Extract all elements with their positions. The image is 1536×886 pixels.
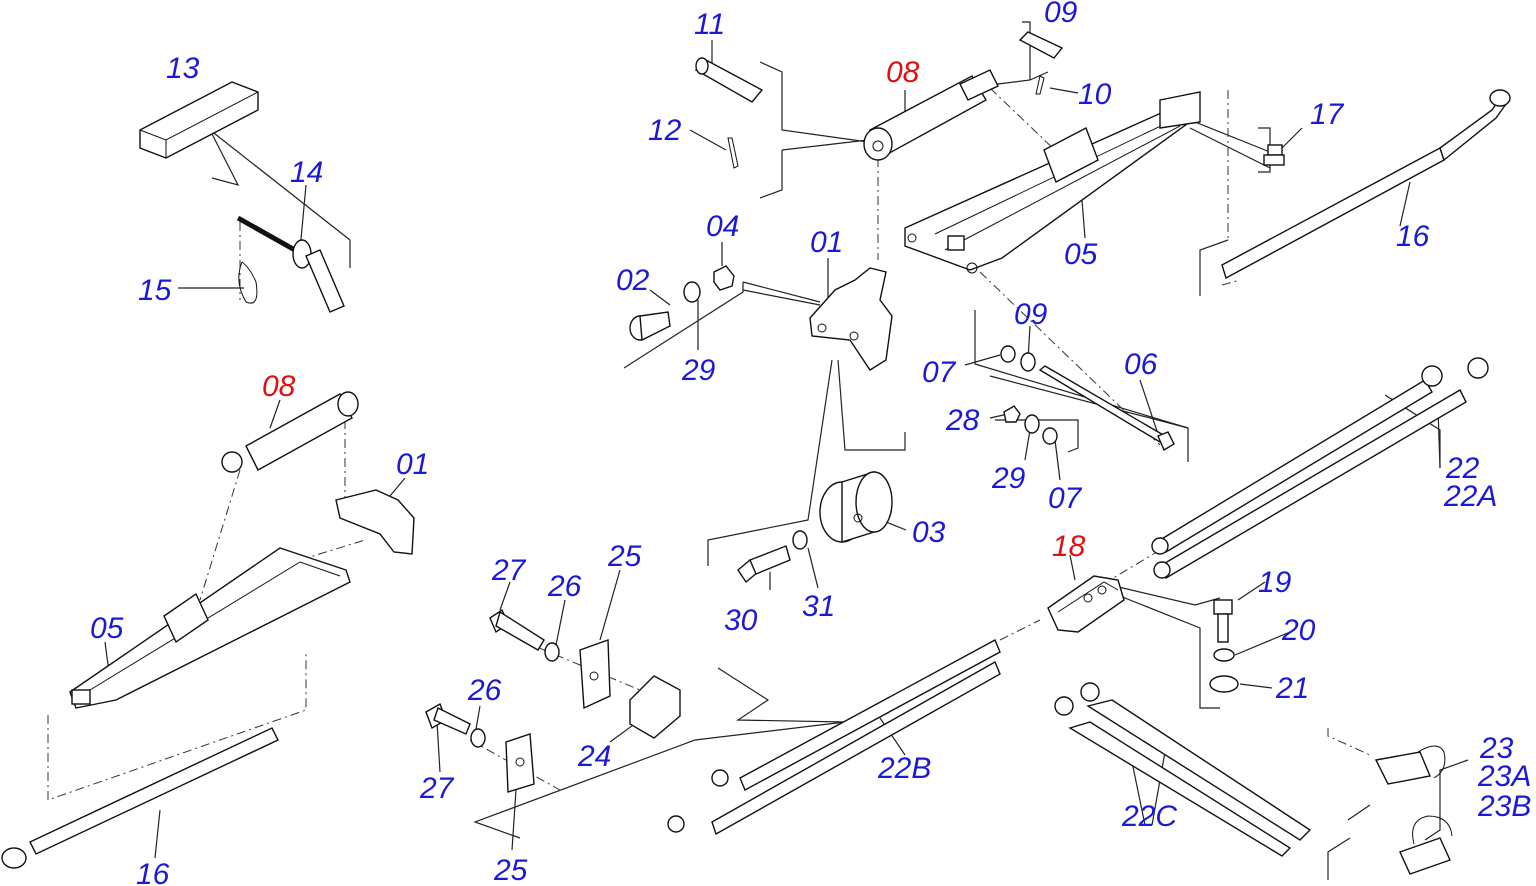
part-29-washer-mid [1024,414,1040,434]
label-24: 24 [577,740,611,773]
label-07-a: 07 [922,356,957,389]
part-22C-hoses [1054,682,1312,857]
label-21: 21 [1275,672,1309,705]
part-08-cylinder-top [863,69,999,161]
label-06: 06 [1124,348,1158,381]
label-31: 31 [802,590,835,623]
label-17: 17 [1310,98,1345,131]
label-22C: 22C [1121,800,1177,833]
parts [1,31,1511,875]
label-05-left: 05 [90,612,124,645]
label-30: 30 [724,604,758,637]
part-05-frame-left [69,547,351,709]
part-labels: 13 14 15 11 12 08 09 10 17 16 05 01 02 0… [90,0,1531,886]
part-24-block [629,675,681,739]
label-28: 28 [945,404,980,437]
label-12: 12 [648,114,682,147]
label-25-top: 25 [607,540,642,573]
part-25-plate-bottom [505,733,535,793]
part-18-valve [1047,575,1125,633]
part-02-bolt [629,311,671,342]
part-14-pin [236,215,345,313]
part-08-cylinder-left [221,391,359,473]
part-15-clip [238,261,258,304]
label-02: 02 [616,264,650,297]
label-08-left: 08 [262,370,296,403]
part-23-coupler-bottom [1399,815,1453,875]
label-09-mid: 09 [1014,298,1048,331]
part-13-sleeve [139,81,259,159]
part-03-bumper [819,471,893,543]
label-14: 14 [290,156,323,189]
label-10: 10 [1078,78,1112,111]
part-01-bracket-top [809,267,893,371]
label-11: 11 [694,8,725,41]
label-09-top: 09 [1044,0,1078,29]
label-16-left: 16 [136,858,170,886]
part-27-bolt-top [489,608,545,651]
part-11-pin [694,57,764,103]
part-07-spacer-a [1000,345,1016,363]
label-03: 03 [912,516,946,549]
label-08-top: 08 [886,56,920,89]
label-26-top: 26 [547,570,582,603]
label-19: 19 [1258,566,1292,599]
part-09-pin-top [1018,31,1064,59]
label-18: 18 [1052,530,1086,563]
part-19-bolt [1213,599,1233,643]
label-01-left: 01 [396,448,429,481]
part-04-nut [713,265,735,291]
label-27-bottom: 27 [419,772,455,805]
part-22-hoses [1151,357,1489,579]
part-17-bolt [1263,144,1285,166]
part-16-bar-right [1221,89,1511,280]
label-20: 20 [1281,614,1316,647]
label-23: 23 [1479,732,1514,765]
part-10-clip [1035,75,1045,95]
part-29-washer-top [683,281,701,303]
part-05-frame-top [904,91,1201,274]
label-05-top: 05 [1064,238,1098,271]
label-29-mid: 29 [991,462,1026,495]
part-01-bracket-left [335,489,415,555]
label-04: 04 [706,210,739,243]
label-07-b: 07 [1048,482,1083,515]
label-15: 15 [138,274,172,307]
part-16-bar-left [1,727,279,869]
part-12-clip [727,137,739,169]
label-29-top: 29 [681,354,716,387]
label-13: 13 [166,52,200,85]
part-28-nut [1003,405,1021,423]
part-06-rod [1038,365,1175,452]
label-22B: 22B [877,752,931,785]
part-21-washer [1209,675,1239,693]
part-25-plate-top [579,639,611,710]
part-20-washer [1213,648,1235,662]
part-23-coupler-top [1374,745,1446,785]
label-23B: 23B [1477,790,1531,823]
part-26-washer-top [544,642,560,662]
part-09-washer-mid [1020,352,1036,372]
part-30-bolt [737,545,791,584]
part-31-washer [792,530,808,550]
part-27-bolt-bottom [425,702,471,735]
label-25-bottom: 25 [493,854,528,886]
label-22A: 22A [1443,480,1497,513]
label-01-top: 01 [810,226,843,259]
part-07-spacer-b [1042,427,1058,445]
label-26-bottom: 26 [467,674,502,707]
part-22B-hoses [667,639,1001,836]
label-23A: 23A [1477,760,1531,793]
part-26-washer-bottom [470,728,486,748]
label-16-right: 16 [1396,220,1430,253]
label-22: 22 [1445,452,1480,485]
label-27-top: 27 [491,554,527,587]
